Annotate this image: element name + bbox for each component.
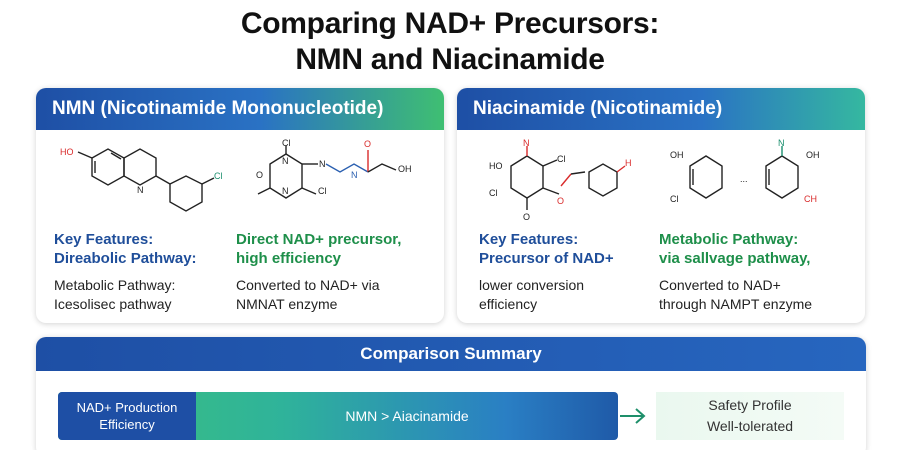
niac-key-features-line1: Key Features: (479, 231, 579, 248)
niac-conversion-line2: through NAMPT enzyme (659, 296, 813, 312)
nmn-mol2-o2: O (364, 139, 371, 149)
nmn-mol1-cl-label: Cl (214, 171, 223, 181)
nmn-mol2-oh: OH (398, 164, 412, 174)
nmn-conversion-text: Converted to NAD+ via NMNAT enzyme (236, 276, 380, 314)
niac-mol1-h: H (625, 158, 632, 168)
safety-profile-box: Safety Profile Well-tolerated (656, 392, 844, 440)
nmn-mol2-n2: N (282, 186, 289, 196)
niac-pathway-heading-line1: Metabolic Pathway: (659, 231, 799, 248)
niacinamide-card: Niacinamide (Nicotinamide) HO N Cl Cl O … (457, 88, 865, 323)
nmn-pathway-text: Metabolic Pathway: Icesolisec pathway (54, 276, 175, 314)
nmn-key-features-line2: Direabolic Pathway: (54, 250, 197, 267)
nmn-precursor-heading: Direct NAD+ precursor, high efficiency (236, 230, 401, 268)
nmn-structure-2-diagram: Cl N O N Cl N N O OH (256, 138, 412, 199)
niacinamide-molecule-1: HO N Cl Cl O O H (471, 136, 671, 226)
niac-efficiency-line2: efficiency (479, 296, 538, 312)
nmn-mol2-n1: N (282, 156, 289, 166)
nmn-molecule-2: Cl N O N Cl N N O OH (236, 136, 436, 226)
nmn-key-features-line1: Key Features: (54, 231, 154, 248)
nmn-conversion-line1: Converted to NAD+ via (236, 277, 380, 293)
nmn-mol2-n4: N (351, 170, 358, 180)
niac-mol1-cl: Cl (557, 154, 566, 164)
efficiency-label-line1: NAD+ Production (76, 400, 178, 415)
safety-profile-title: Safety Profile (708, 397, 792, 413)
nmn-conversion-line2: NMNAT enzyme (236, 296, 338, 312)
niacinamide-structure-2-diagram: OH Cl ... N OH CH (670, 138, 820, 204)
niac-key-features-heading: Key Features: Precursor of NAD+ (479, 230, 614, 268)
page-title: Comparing NAD+ Precursors: NMN and Niaci… (0, 6, 900, 78)
niacinamide-card-header: Niacinamide (Nicotinamide) (457, 88, 865, 130)
niac-conversion-text: Converted to NAD+ through NAMPT enzyme (659, 276, 812, 314)
nmn-pathway-line2: Icesolisec pathway (54, 296, 172, 312)
niac-mol1-o: O (523, 212, 530, 222)
niacinamide-structure-1-diagram: HO N Cl Cl O O H (489, 138, 632, 222)
niac-mol2-n: N (778, 138, 785, 148)
niac-mol2-oh: OH (670, 150, 684, 160)
niac-efficiency-text: lower conversion efficiency (479, 276, 584, 314)
niac-pathway-heading-line2: via sallvage pathway, (659, 250, 811, 267)
niac-mol1-cl2: Cl (489, 188, 498, 198)
nmn-mol2-cl-bottom: Cl (318, 186, 327, 196)
nmn-precursor-line1: Direct NAD+ precursor, (236, 231, 402, 248)
safety-profile-value: Well-tolerated (706, 418, 794, 434)
nmn-precursor-line2: high efficiency (236, 250, 342, 267)
efficiency-bar-value: NMN > Aiacinamide (345, 408, 469, 424)
niac-key-features-line2: Precursor of NAD+ (479, 250, 614, 267)
nmn-card: NMN (Nicotinamide Mononucleotide) HO N C… (36, 88, 444, 323)
niacinamide-molecule-2: OH Cl ... N OH CH (662, 136, 852, 226)
niac-pathway-heading: Metabolic Pathway: via sallvage pathway, (659, 230, 810, 268)
nmn-molecule-1: HO N Cl (50, 136, 240, 226)
niac-mol2-dots: ... (740, 174, 748, 184)
nmn-mol1-n-label: N (137, 185, 144, 195)
niac-mol2-ch: CH (804, 194, 817, 204)
niac-mol2-cl: Cl (670, 194, 679, 204)
niac-efficiency-line1: lower conversion (479, 277, 585, 293)
efficiency-bar-label: NAD+ Production Efficiency (58, 392, 196, 440)
nmn-mol2-cl-top: Cl (282, 138, 291, 148)
title-line-2: NMN and Niacinamide (295, 43, 605, 76)
nmn-mol2-o1: O (256, 170, 263, 180)
title-line-1: Comparing NAD+ Precursors: (240, 7, 660, 40)
efficiency-label-line2: Efficiency (99, 417, 155, 432)
summary-header: Comparison Summary (36, 337, 866, 371)
nmn-key-features-heading: Key Features: Direabolic Pathway: (54, 230, 197, 268)
niac-mol1-oh: HO (489, 161, 503, 171)
niac-mol1-n: N (523, 138, 530, 148)
right-arrow-icon (618, 404, 648, 433)
nmn-structure-1-diagram: HO N Cl (60, 147, 223, 212)
niac-conversion-line1: Converted to NAD+ (659, 277, 781, 293)
nmn-mol2-n3: N (319, 159, 326, 169)
nmn-pathway-line1: Metabolic Pathway: (54, 277, 176, 293)
niac-mol2-oh2: OH (806, 150, 820, 160)
nmn-mol1-oh-label: HO (60, 147, 74, 157)
efficiency-bar: NAD+ Production Efficiency NMN > Aiacina… (58, 392, 618, 440)
comparison-summary: Comparison Summary NAD+ Production Effic… (36, 337, 866, 450)
nmn-card-header: NMN (Nicotinamide Mononucleotide) (36, 88, 444, 130)
niac-mol1-o2: O (557, 196, 564, 206)
